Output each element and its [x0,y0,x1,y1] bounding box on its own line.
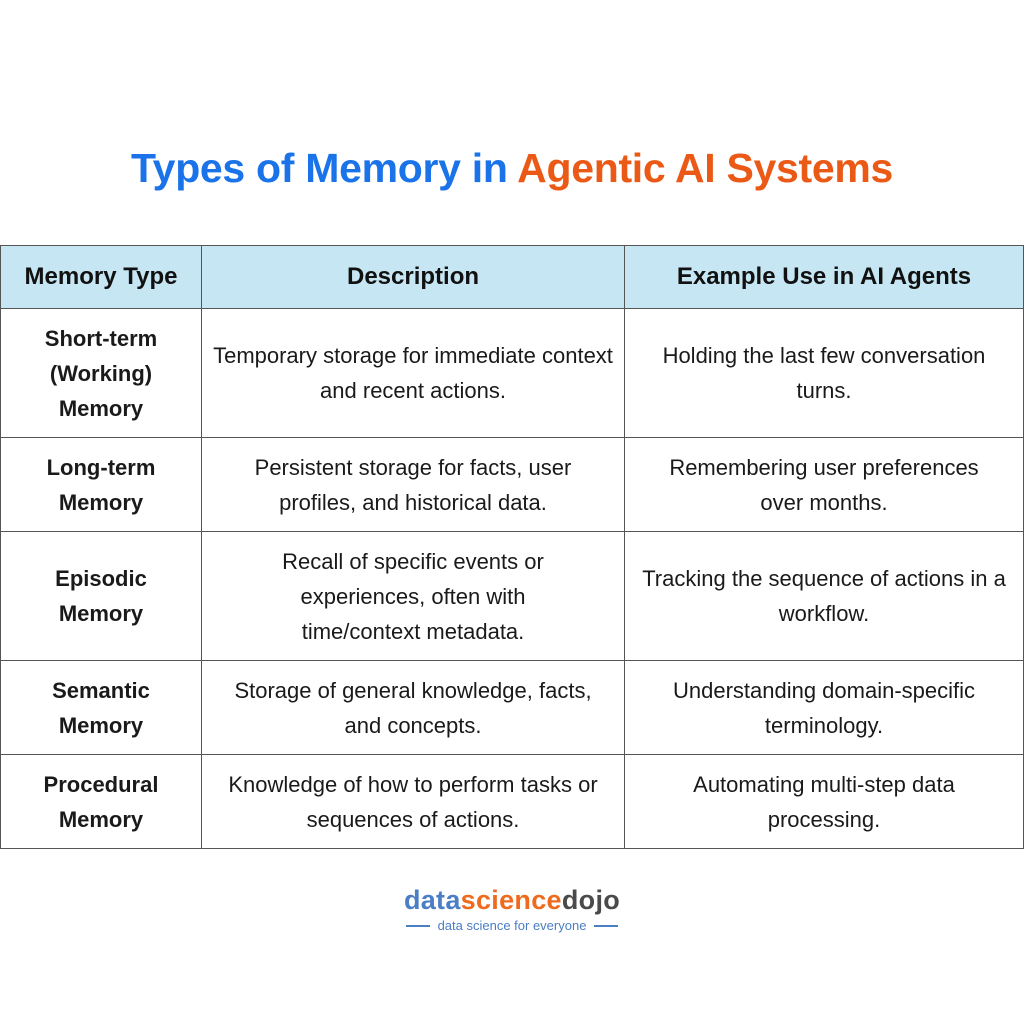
logo-tagline: data science for everyone [437,918,587,933]
logo-part-dojo: dojo [561,885,621,915]
header-description: Description [201,245,625,309]
memory-type-cell: Episodic Memory [0,531,202,661]
table-row: Episodic Memory Recall of specific event… [0,531,1024,661]
description-cell: Knowledge of how to perform tasks or seq… [201,754,625,849]
header-example-use: Example Use in AI Agents [624,245,1024,309]
table-row: Semantic Memory Storage of general knowl… [0,660,1024,755]
example-cell: Tracking the sequence of actions in a wo… [624,531,1024,661]
table-row: Short-term (Working) Memory Temporary st… [0,308,1024,438]
memory-type-cell: Procedural Memory [0,754,202,849]
logo-wordmark: datasciencedojo [0,885,1024,916]
example-cell: Remembering user preferences over months… [624,437,1024,532]
description-cell: Storage of general knowledge, facts, and… [201,660,625,755]
header-memory-type: Memory Type [0,245,202,309]
title-part-1: Types of Memory in [130,145,518,191]
example-cell: Understanding domain-specific terminolog… [624,660,1024,755]
brand-logo: datasciencedojo data science for everyon… [0,885,1024,933]
description-cell: Persistent storage for facts, user profi… [201,437,625,532]
logo-tagline-row: data science for everyone [0,918,1024,933]
page-title: Types of Memory in Agentic AI Systems [0,145,1024,192]
table-row: Long-term Memory Persistent storage for … [0,437,1024,532]
example-cell: Holding the last few conversation turns. [624,308,1024,438]
table-header-row: Memory Type Description Example Use in A… [0,245,1024,309]
table-row: Procedural Memory Knowledge of how to pe… [0,754,1024,849]
memory-type-cell: Semantic Memory [0,660,202,755]
title-part-2: Agentic AI Systems [517,145,894,191]
example-cell: Automating multi-step data processing. [624,754,1024,849]
description-cell: Recall of specific events or experiences… [201,531,625,661]
dash-decoration [594,924,619,927]
memory-type-cell: Short-term (Working) Memory [0,308,202,438]
description-cell: Temporary storage for immediate context … [201,308,625,438]
logo-part-science: science [460,885,562,915]
logo-part-data: data [403,885,461,915]
memory-types-table: Memory Type Description Example Use in A… [0,245,1024,849]
memory-type-cell: Long-term Memory [0,437,202,532]
dash-decoration [405,924,430,927]
